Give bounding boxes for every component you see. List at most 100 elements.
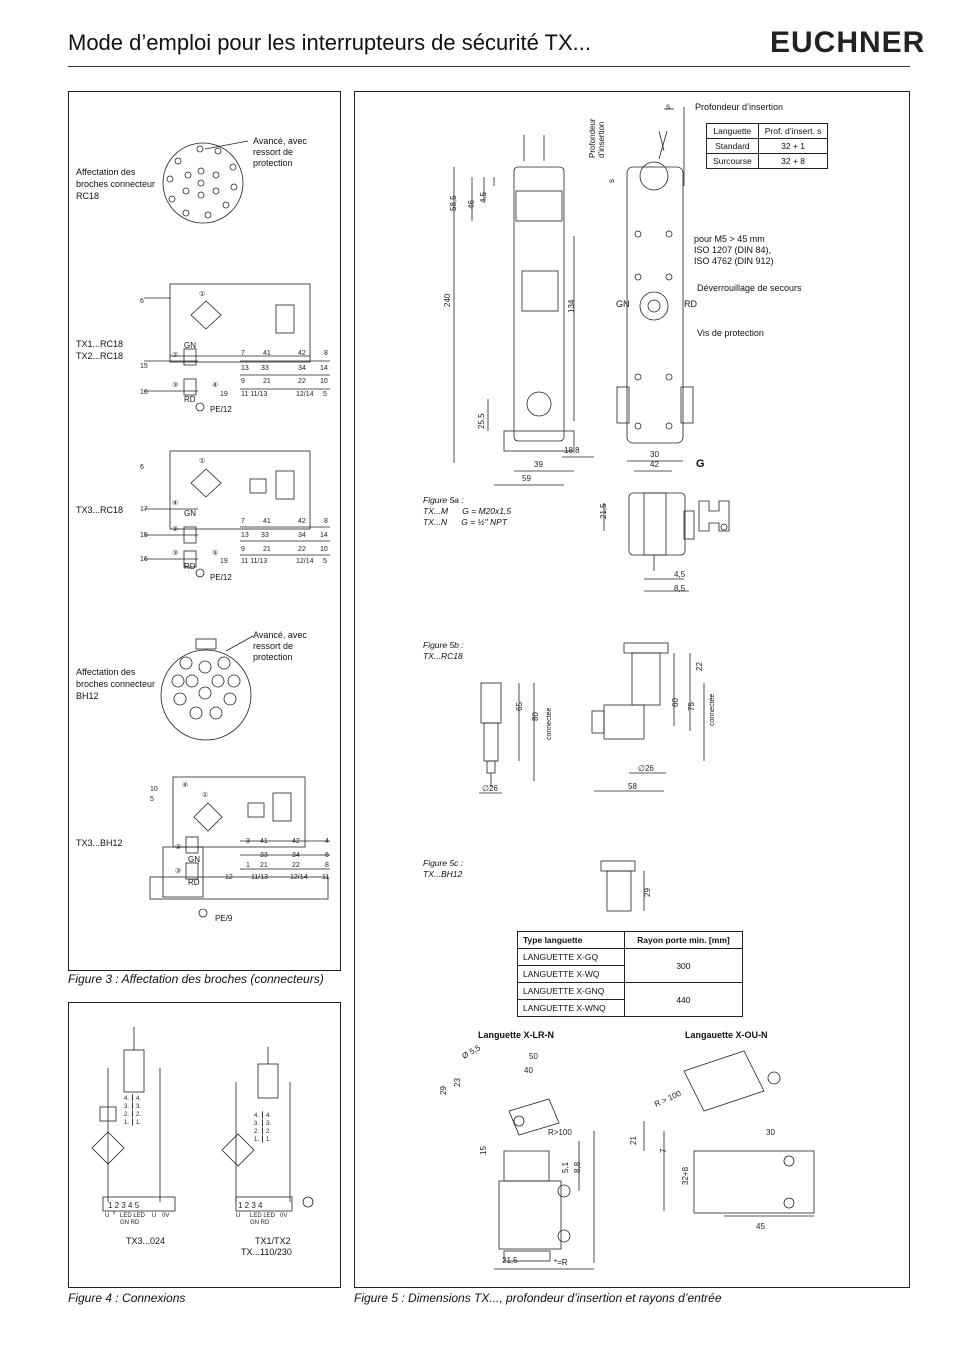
svg-text:R>100: R>100 xyxy=(548,1128,572,1137)
gn-led-label: GN xyxy=(616,299,630,309)
svg-text:58,5: 58,5 xyxy=(449,195,458,211)
bh12-note: Avancé, avec ressort de protection xyxy=(253,630,307,662)
svg-text:6: 6 xyxy=(140,464,144,471)
svg-text:18,8: 18,8 xyxy=(564,446,580,455)
svg-text:1. ┃ 1.: 1. ┃ 1. xyxy=(254,1135,271,1143)
svg-text:11 11/13: 11 11/13 xyxy=(241,391,267,398)
svg-text:21,5: 21,5 xyxy=(599,503,608,519)
svg-text:33: 33 xyxy=(261,365,269,372)
svg-text:42: 42 xyxy=(298,350,306,357)
note-iso-4762: ISO 4762 (DIN 912) xyxy=(694,256,774,266)
svg-text:41: 41 xyxy=(263,518,271,525)
svg-text:60: 60 xyxy=(671,698,680,707)
fig5a-m: TX...M G = M20x1,5 xyxy=(423,506,512,516)
svg-text:25,5: 25,5 xyxy=(477,413,486,429)
svg-text:12/14: 12/14 xyxy=(296,558,314,565)
svg-text:5: 5 xyxy=(150,796,154,803)
svg-text:46: 46 xyxy=(467,200,476,209)
pe12-label-1: PE/12 xyxy=(210,405,232,414)
fig5c-title: Figure 5c : xyxy=(423,858,464,868)
svg-text:29: 29 xyxy=(439,1086,448,1095)
insertion-cell: 32 + 8 xyxy=(757,153,829,169)
svg-text:2. ┃ 2.: 2. ┃ 2. xyxy=(254,1127,271,1135)
connectee-label-2: connectée xyxy=(709,693,716,726)
svg-text:④: ④ xyxy=(172,499,178,507)
figure-5-drawing: 58,5 46 4,5 240 134 25,5 18,8 39 59 30 4… xyxy=(439,102,815,1270)
svg-text:*=R: *=R xyxy=(554,1258,568,1267)
svg-text:11 11/13: 11 11/13 xyxy=(241,558,267,565)
figure-4-caption: Figure 4 : Connexions xyxy=(68,1291,186,1305)
svg-text:s: s xyxy=(607,179,616,183)
tongue-lr-label: Languette X-LR-N xyxy=(478,1030,554,1040)
svg-text:4: 4 xyxy=(325,838,329,845)
svg-text:10: 10 xyxy=(150,786,158,793)
svg-text:②: ② xyxy=(172,525,178,533)
insertion-title: Profondeur d’insertion xyxy=(695,102,784,112)
svg-text:3. ┃ 3.: 3. ┃ 3. xyxy=(254,1119,271,1127)
svg-text:19: 19 xyxy=(220,558,228,565)
svg-text:2. ┃ 2.: 2. ┃ 2. xyxy=(124,1110,141,1118)
pe9-label: PE/9 xyxy=(215,914,233,923)
insertion-header-depth: Prof. d’insert. s xyxy=(757,123,829,139)
connectee-label-1: connectée xyxy=(546,707,553,740)
radius-table: Type languette Rayon porte min. [mm] LAN… xyxy=(517,931,744,1017)
svg-text:7: 7 xyxy=(241,518,245,525)
svg-text:33: 33 xyxy=(261,532,269,539)
svg-text:LED LED: LED LED xyxy=(250,1213,276,1219)
svg-text:11: 11 xyxy=(322,874,329,881)
svg-text:33: 33 xyxy=(260,852,268,859)
svg-text:8: 8 xyxy=(325,862,329,869)
euchner-logo: EUCHNER xyxy=(770,26,926,59)
tx12-rc18-label: TX1...RC18 TX2...RC18 xyxy=(76,339,124,361)
svg-text:15: 15 xyxy=(140,363,148,370)
tx3-bh12-label: TX3...BH12 xyxy=(76,838,123,848)
note-iso-1207: ISO 1207 (DIN 84), xyxy=(694,245,772,255)
svg-text:7: 7 xyxy=(241,350,245,357)
svg-text:45: 45 xyxy=(756,1222,765,1231)
svg-text:6: 6 xyxy=(140,298,144,305)
radius-cell: LANGUETTE X-GQ xyxy=(517,948,625,966)
svg-text:17: 17 xyxy=(140,506,148,513)
gn-label-1: GN xyxy=(184,341,196,350)
fig5a-n: TX...N G = ½" NPT xyxy=(423,517,508,527)
svg-text:134: 134 xyxy=(567,299,576,313)
fig4-right-label-2: TX...110/230 xyxy=(241,1247,292,1257)
radius-header-value: Rayon porte min. [mm] xyxy=(623,931,744,949)
svg-text:②: ② xyxy=(172,351,178,359)
svg-text:U: U xyxy=(236,1213,240,1219)
insertion-cell: Surcourse xyxy=(706,153,759,169)
svg-text:15: 15 xyxy=(479,1146,488,1155)
svg-text:U: U xyxy=(105,1213,109,1219)
svg-text:5: 5 xyxy=(323,391,327,398)
svg-text:13: 13 xyxy=(241,532,249,539)
svg-text:③: ③ xyxy=(175,867,181,875)
svg-text:12/14: 12/14 xyxy=(290,874,308,881)
svg-text:12/14: 12/14 xyxy=(296,391,314,398)
svg-text:8,8: 8,8 xyxy=(573,1161,582,1173)
svg-text:240: 240 xyxy=(443,293,452,307)
tx3-rc18-label: TX3...RC18 xyxy=(76,505,124,515)
svg-text:4. ┃ 4.: 4. ┃ 4. xyxy=(124,1094,141,1102)
rd-label-1: RD xyxy=(184,395,196,404)
rc18-pin-label: Affectation des broches connecteur RC18 xyxy=(76,167,156,201)
figure-4-drawing: 4. ┃ 4.3. ┃ 3. 2. ┃ 2.1. ┃ 1. 4. ┃ 4.3. … xyxy=(91,1027,314,1226)
svg-text:22: 22 xyxy=(298,546,306,553)
svg-text:1 2 3 4 5: 1 2 3 4 5 xyxy=(108,1201,140,1210)
insertion-header-languette: Languette xyxy=(706,123,759,139)
svg-text:30: 30 xyxy=(766,1128,775,1137)
fig5b-title: Figure 5b : xyxy=(423,640,464,650)
svg-text:∅26: ∅26 xyxy=(638,764,654,773)
svg-text:4,5: 4,5 xyxy=(674,570,686,579)
fig5b-sub: TX...RC18 xyxy=(423,651,463,661)
svg-text:80: 80 xyxy=(531,712,540,721)
svg-text:65: 65 xyxy=(515,702,524,711)
figure-5-caption: Figure 5 : Dimensions TX..., profondeur … xyxy=(354,1291,722,1305)
fig5c-sub: TX...BH12 xyxy=(423,869,463,879)
note-m5: pour M5 > 45 mm xyxy=(694,234,765,244)
svg-text:41: 41 xyxy=(263,350,271,357)
radius-header-type: Type languette xyxy=(517,931,625,949)
svg-text:③: ③ xyxy=(172,381,178,389)
svg-text:22: 22 xyxy=(292,862,300,869)
svg-text:∅26: ∅26 xyxy=(482,784,498,793)
svg-text:21: 21 xyxy=(629,1136,638,1145)
